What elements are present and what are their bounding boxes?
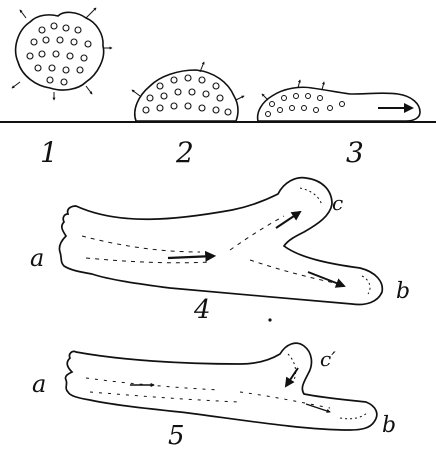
figure-number-4: 4: [193, 295, 211, 325]
label-c-fig5: c′: [320, 347, 336, 371]
label-a-fig4: a: [30, 244, 44, 272]
figure-number-2: 2: [175, 136, 194, 169]
label-c-fig4: c: [332, 191, 343, 215]
cell-2: [132, 62, 244, 121]
figure-number-1: 1: [40, 136, 58, 169]
label-a-fig5: a: [32, 370, 46, 398]
label-b-fig4: b: [396, 279, 410, 304]
stray-dot: [268, 318, 271, 321]
label-b-fig5: b: [382, 413, 396, 438]
figure-number-5: 5: [168, 421, 185, 450]
figure-number-3: 3: [346, 136, 364, 169]
cell-3: [258, 80, 420, 121]
cell-1: [12, 8, 112, 100]
